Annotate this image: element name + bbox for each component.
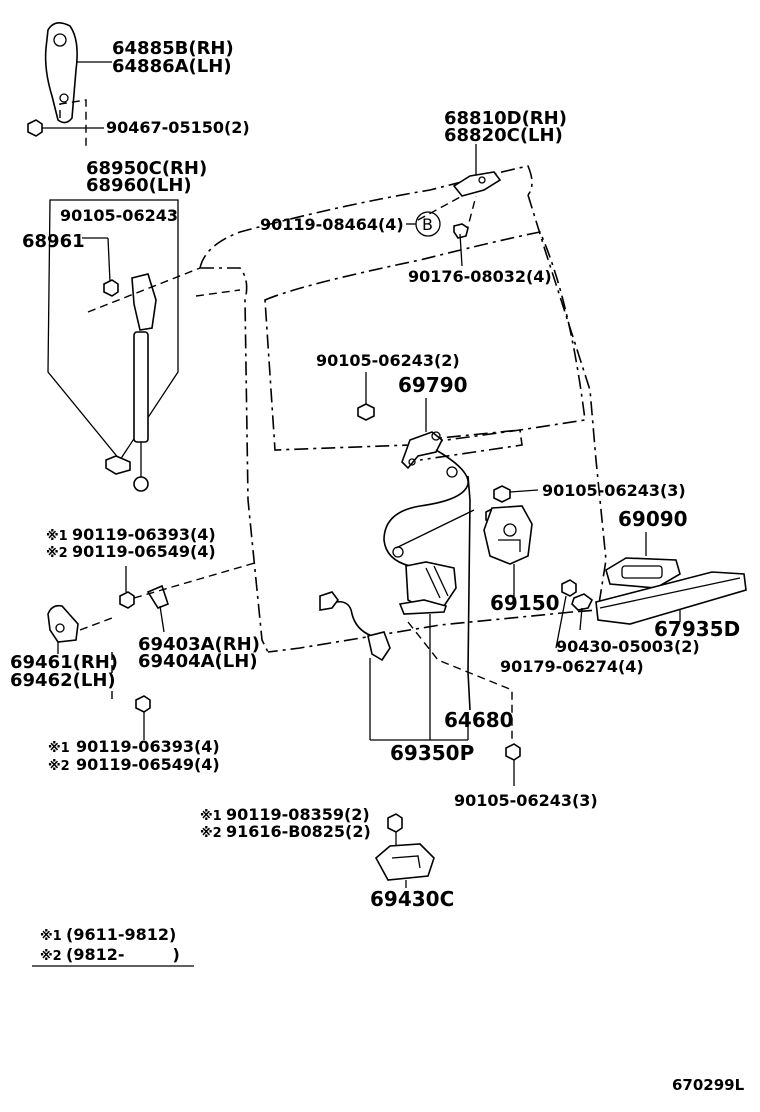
label-stay-num: 68961 — [22, 231, 85, 252]
clips-part — [555, 579, 594, 649]
legend: ※1 (9611-9812) ※2 (9812- ) — [32, 925, 194, 967]
label-striker1-sym: ※1 — [200, 809, 222, 824]
legend1-sym: ※1 — [40, 929, 62, 944]
label-bump2-sym: ※2 — [46, 546, 68, 561]
striker-part — [374, 813, 435, 888]
label-bolt-stay: 90105-06243 — [60, 206, 178, 225]
label-cable: 64680 — [444, 708, 514, 732]
label-striker2-num: 91616-B0825(2) — [226, 822, 371, 841]
hinge-rh-lh-part — [44, 22, 112, 124]
label-striker1-num: 90119-08359(2) — [226, 805, 370, 824]
label-bolt-mid: 90105-06243(2) — [316, 351, 460, 370]
label-handle: 69090 — [618, 507, 688, 531]
legend2-sym: ※2 — [40, 949, 62, 964]
label-bump3-sym: ※1 — [48, 741, 70, 756]
drawing-id: 670299L — [672, 1076, 745, 1094]
label-bolt-b: 90119-08464(4) — [260, 215, 404, 234]
switch-part — [319, 591, 513, 741]
label-screw: 90179-06274(4) — [500, 657, 644, 676]
label-hinge2-rh: 68810D(RH) — [444, 108, 567, 129]
label-garnish: 67935D — [654, 617, 740, 641]
label-lh-rh: 69461(RH) — [10, 652, 118, 673]
label-hinge2-lh: 68820C(LH) — [444, 125, 563, 146]
label-stay-rh: 68950C(RH) — [86, 158, 207, 179]
label-bolt-hinge: 90467-05150(2) — [106, 118, 250, 137]
stay-bracket-outline — [47, 199, 179, 462]
b-marker: B — [406, 211, 441, 237]
hinge2-part — [417, 144, 502, 267]
label-striker: 69430C — [370, 887, 454, 911]
label-bump4-num: 90119-06549(4) — [76, 755, 220, 774]
label-bump4-sym: ※2 — [48, 759, 70, 774]
legend2-range: (9812- ) — [66, 945, 180, 964]
label-stop-lh: 69404A(LH) — [138, 651, 258, 672]
svg-text:B: B — [422, 215, 433, 234]
lock-assy-part — [483, 505, 533, 596]
label-lock-assy: 69150 — [490, 591, 560, 615]
lock-top-part — [401, 398, 444, 470]
label-stop-rh: 69403A(RH) — [138, 634, 260, 655]
label-stay-lh: 68960(LH) — [86, 175, 192, 196]
handle-part — [605, 532, 681, 589]
bolt-hinge-part — [27, 99, 104, 150]
label-hinge-lh: 64886A(LH) — [112, 56, 232, 77]
lh-bracket-part — [47, 604, 113, 654]
bumper-part — [111, 652, 151, 740]
label-rod: 69350P — [390, 741, 474, 765]
label-lh-lh: 69462(LH) — [10, 670, 116, 691]
label-nut-top: 90176-08032(4) — [408, 267, 552, 286]
bolt-mid-part — [357, 372, 375, 421]
label-clip1: 90430-05003(2) — [556, 637, 700, 656]
stopper-part — [119, 561, 259, 633]
bolt-bottom-part — [505, 743, 521, 786]
legend1-range: (9611-9812) — [66, 925, 176, 944]
garnish-part — [595, 571, 747, 625]
label-bump2-num: 90119-06549(4) — [72, 542, 216, 561]
gas-stay-part — [87, 267, 241, 492]
label-striker2-sym: ※2 — [200, 826, 222, 841]
label-lock-top: 69790 — [398, 373, 468, 397]
rod-cable-part — [383, 449, 475, 711]
label-bump3-num: 90119-06393(4) — [76, 737, 220, 756]
label-bump1-num: 90119-06393(4) — [72, 525, 216, 544]
label-bump1-sym: ※1 — [46, 529, 68, 544]
label-bolt-right: 90105-06243(3) — [542, 481, 686, 500]
back-door-panel — [199, 165, 607, 653]
label-bolt-bottom: 90105-06243(3) — [454, 791, 598, 810]
label-hinge-rh: 64885B(RH) — [112, 38, 234, 59]
